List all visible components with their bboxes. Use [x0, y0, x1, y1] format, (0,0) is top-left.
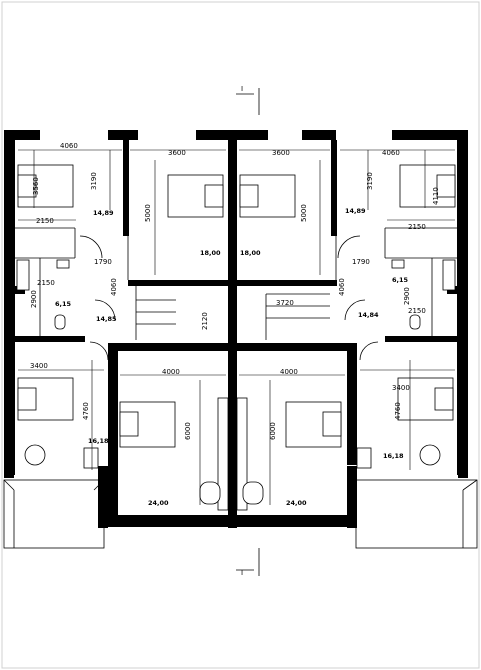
section-mark-bottom-label: I [241, 569, 243, 577]
wardrobe-icon [217, 397, 229, 511]
dim-bath-l-w: 2150 [37, 279, 55, 287]
dim-tr-room-h: 4110 [432, 187, 440, 205]
section-mark-top-label: I [241, 85, 243, 93]
area-hall-l: 14,85 [96, 315, 117, 323]
sink-icon [391, 259, 405, 269]
area-bed3: 18,00 [240, 249, 261, 257]
dim-stair-l-w: 2120 [201, 312, 209, 330]
dim-bl-room-h: 4760 [82, 402, 90, 420]
area-bath-l: 6,15 [55, 300, 72, 308]
armchair-icon [199, 481, 221, 505]
dim-hall-r-w: 1790 [352, 258, 370, 266]
dim-tr-room-w: 4060 [382, 149, 400, 157]
dim-stair-l-h: 4060 [110, 278, 118, 296]
dim-stair-r-w: 3720 [276, 299, 294, 307]
dim-hall-l-w: 1790 [94, 258, 112, 266]
terrace-right [355, 479, 478, 549]
dim-bath-l-h: 2900 [30, 290, 38, 308]
dim-bm-r-h: 6000 [269, 422, 277, 440]
dim-bl-room-w: 3400 [30, 362, 48, 370]
bathtub-icon [442, 259, 456, 291]
dim-br-room-h: 4760 [394, 402, 402, 420]
dim-bed3-w: 3600 [272, 149, 290, 157]
dimension-lines [18, 149, 455, 505]
sink-icon [56, 259, 70, 269]
area-hall-r: 14,84 [358, 311, 379, 319]
dim-bm-l-w: 4000 [162, 368, 180, 376]
dim-tl-bath-w: 2150 [36, 217, 54, 225]
area-bath-r: 6,15 [392, 276, 409, 284]
area-br-room: 16,18 [383, 452, 404, 460]
area-bm-r: 24,00 [286, 499, 307, 507]
desk-icon [83, 447, 99, 469]
terrace-left [3, 479, 105, 549]
dim-bed3-h: 5000 [300, 204, 308, 222]
wardrobe-icon [236, 397, 248, 511]
bathtub-icon [16, 259, 30, 291]
armchair-icon [24, 444, 46, 466]
area-bl-room: 16,18 [88, 437, 109, 445]
dim-bm-l-h: 6000 [184, 422, 192, 440]
partitions [15, 227, 457, 361]
armchair-icon [419, 444, 441, 466]
dim-stair-r-h: 4060 [338, 278, 346, 296]
dim-tl-wall-h: 3190 [90, 172, 98, 190]
section-mark-bottom: I [236, 548, 260, 577]
dim-bath-r-w: 2150 [408, 307, 426, 315]
dim-bm-r-w: 4000 [280, 368, 298, 376]
furniture [16, 164, 456, 511]
dim-tr-bath-w: 2150 [408, 223, 426, 231]
section-mark-top: I [236, 85, 260, 115]
dim-bed2-w: 3600 [168, 149, 186, 157]
toilet-icon [409, 314, 421, 330]
area-tr-room: 14,89 [345, 207, 366, 215]
walls [4, 130, 468, 528]
toilet-icon [54, 314, 66, 330]
dim-bath-r-h: 2900 [403, 287, 411, 305]
dim-tl-room-w: 4060 [60, 142, 78, 150]
desk-icon [356, 447, 372, 469]
area-bm-l: 24,00 [148, 499, 169, 507]
armchair-icon [242, 481, 264, 505]
dimension-labels: 4060 3560 3190 2150 3600 5000 3600 5000 … [30, 142, 440, 440]
area-tl-room: 14,89 [93, 209, 114, 217]
dim-bed2-h: 5000 [144, 204, 152, 222]
area-bed2: 18,00 [200, 249, 221, 257]
area-labels: 14,89 18,00 18,00 14,89 6,15 6,15 14,85 … [55, 207, 409, 507]
dim-br-room-w: 3400 [392, 384, 410, 392]
dim-tr-wall-h: 3190 [366, 172, 374, 190]
dim-tl-room-h: 3560 [32, 177, 40, 195]
